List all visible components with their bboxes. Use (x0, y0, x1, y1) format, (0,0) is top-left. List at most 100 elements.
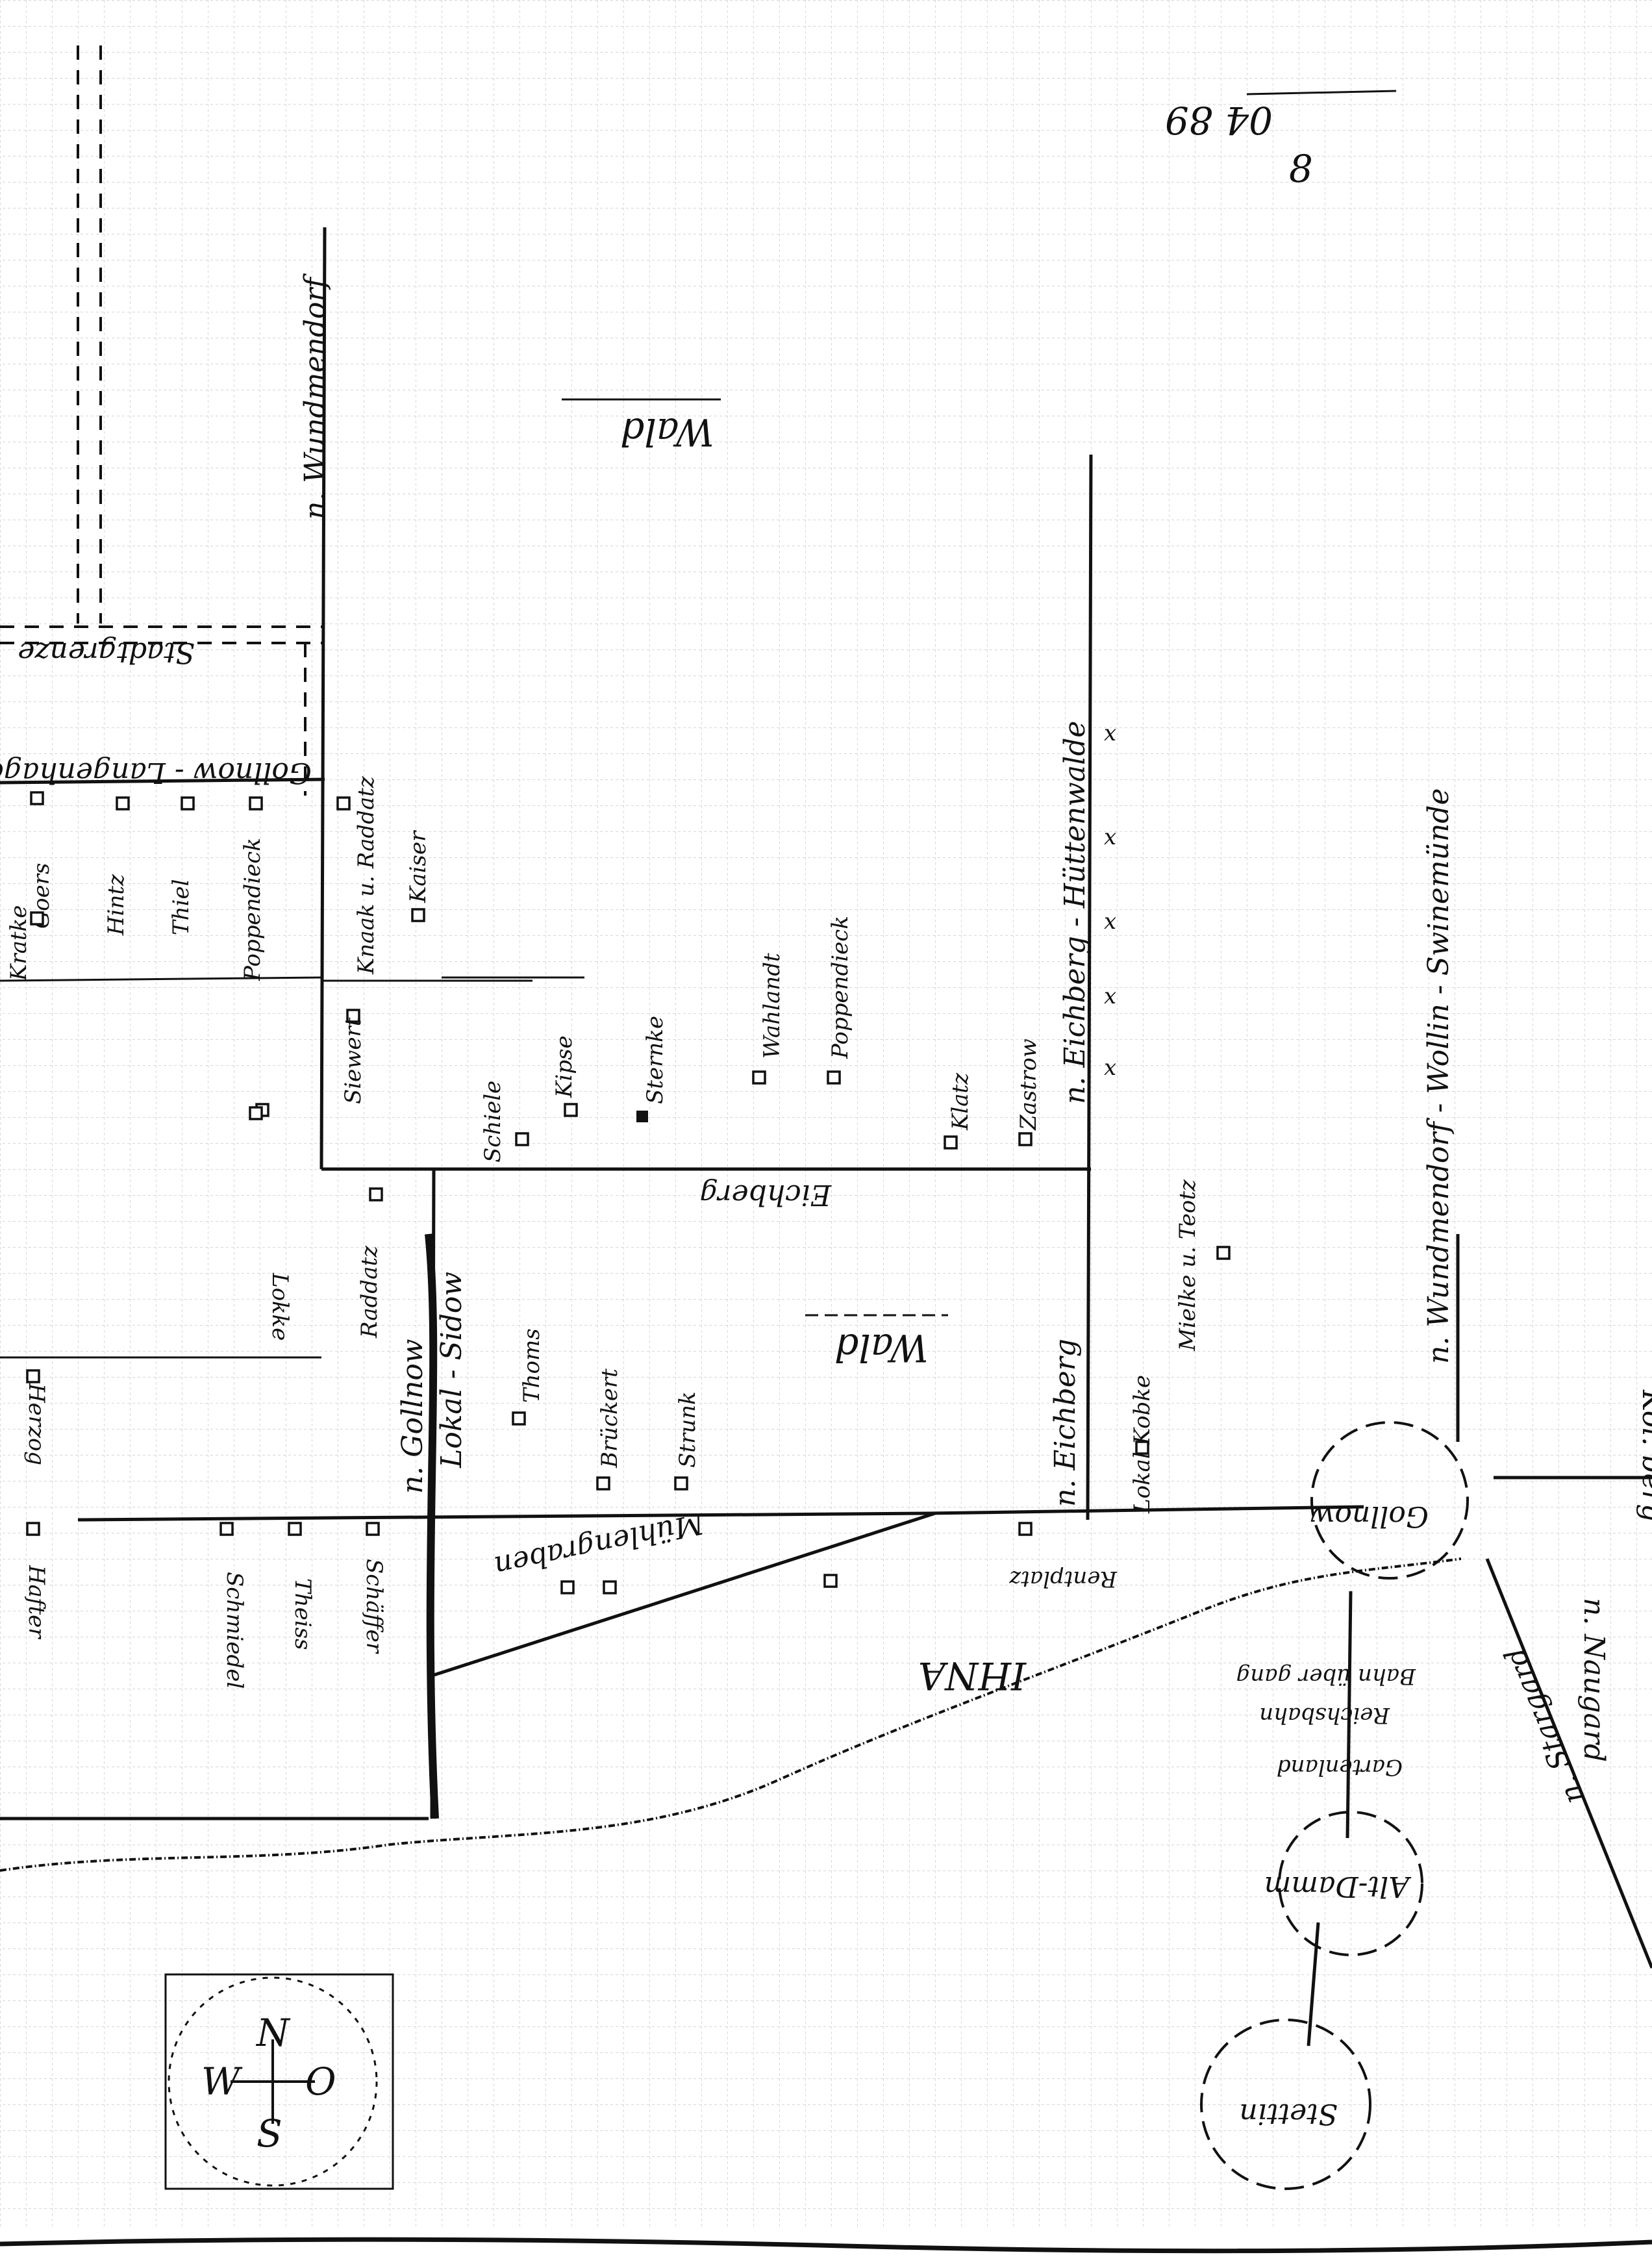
label-lokal-sidow: Lokal - Sidow (435, 1272, 468, 1468)
compass-south: S (257, 2111, 282, 2156)
house-zastrow: Zastrow (1016, 1039, 1042, 1146)
svg-text:Thiel: Thiel (168, 879, 194, 935)
house-hafter: Hafter (23, 1522, 49, 1639)
svg-text:Herzog: Herzog (23, 1383, 49, 1465)
house-marggrafs (823, 1574, 838, 1588)
house-hintz: Hintz (103, 796, 130, 936)
svg-text:Klatz: Klatz (947, 1072, 973, 1131)
house-kipse: Kipse (551, 1035, 578, 1117)
house-siewert: Siewert (340, 1009, 366, 1104)
svg-text:Brückert: Brückert (597, 1368, 623, 1468)
house-thoms: Thoms (512, 1328, 545, 1426)
svg-text:x: x (1104, 909, 1116, 935)
house-kaiser: Kaiser (405, 830, 431, 922)
house-thiel: Thiel (168, 796, 195, 935)
compass-east: O (305, 2060, 336, 2104)
svg-text:Mielke u. Teotz: Mielke u. Teotz (1175, 1179, 1201, 1352)
svg-text:8: 8 (1289, 147, 1313, 191)
svg-text:Raddatz: Raddatz (357, 1245, 382, 1339)
svg-text:Bahn über gang: Bahn über gang (1236, 1663, 1416, 1689)
svg-text:Alt-Damm: Alt-Damm (1264, 1870, 1412, 1903)
station-labels: Bahn über gang Reichsbahn Gartenland (1236, 1663, 1416, 1780)
sheet-bottom-border (0, 2237, 1652, 2254)
house-theiss: Theiss (288, 1522, 316, 1650)
svg-text:x: x (1104, 720, 1116, 746)
house-wahlandt: Wahlandt (752, 953, 785, 1085)
compass-west: W (201, 2060, 243, 2104)
label-eichberg-lower: n. Eichberg (1049, 1339, 1082, 1507)
gollnow-junction: Gollnow (1310, 1421, 1469, 1580)
svg-text:Stadtgrenze: Stadtgrenze (18, 636, 195, 669)
svg-text:Kaiser: Kaiser (405, 830, 431, 903)
svg-text:Gollnow: Gollnow (1310, 1500, 1429, 1533)
svg-text:Siewert: Siewert (340, 1017, 366, 1104)
house-siebmann (249, 1106, 263, 1120)
svg-text:Lokal Kobke: Lokal Kobke (1129, 1375, 1155, 1514)
house-kratke: Kratke (6, 905, 44, 981)
house-goers: Goers (29, 791, 55, 929)
compass-rose: N S O W (164, 1973, 394, 2190)
svg-text:Rentplatz: Rentplatz (1008, 1566, 1118, 1592)
svg-text:Hintz: Hintz (103, 874, 129, 936)
label-gollnow-langenhagen: Gollnow - Langenhagen (0, 756, 312, 789)
label-eichberg: Eichberg (699, 1178, 832, 1211)
house-schaeffer: Schäffer (361, 1522, 387, 1654)
svg-text:Wahlandt: Wahlandt (759, 953, 785, 1059)
house-sternke: Sternke (636, 1016, 668, 1122)
label-wald-top: Wald (620, 410, 714, 454)
sheet-number: 04 89 8 (1165, 90, 1397, 191)
house-poppendieck-1: Poppendieck (240, 796, 266, 981)
svg-text:Hafter: Hafter (23, 1565, 49, 1639)
house-rentplatz: Rentplatz (1008, 1522, 1118, 1592)
svg-text:Lokke: Lokke (267, 1272, 293, 1341)
svg-text:x: x (1104, 1055, 1116, 1081)
road-network (0, 227, 1652, 2047)
svg-text:x: x (1104, 983, 1116, 1009)
house-brueckert: Brückert (596, 1368, 623, 1491)
svg-text:Stettin: Stettin (1239, 2097, 1338, 2130)
ihna-river (0, 1557, 1462, 1872)
label-kol-berg: Kol. berg (1636, 1389, 1652, 1522)
city-limit-boundary: Stadtgrenze (0, 45, 325, 796)
svg-text:Schiele: Schiele (480, 1081, 506, 1163)
house-klatz: Klatz (944, 1072, 973, 1150)
label-ihna: IHNA (918, 1654, 1027, 1698)
compass-north: N (255, 2011, 291, 2055)
svg-text:Thoms: Thoms (519, 1328, 545, 1403)
svg-text:Kratke: Kratke (6, 905, 32, 981)
svg-text:Reichsbahn: Reichsbahn (1259, 1702, 1390, 1728)
label-naugard: n. Naugard (1577, 1598, 1610, 1762)
house-herzog: Herzog (23, 1369, 49, 1465)
svg-text:Zastrow: Zastrow (1016, 1039, 1042, 1131)
svg-text:Poppendieck: Poppendieck (827, 916, 853, 1059)
label-wundmendorf: n. Wundmendorf (299, 273, 332, 520)
alt-damm-place: Alt-Damm (1264, 1811, 1423, 1956)
house-strunk: Strunk (674, 1391, 701, 1491)
svg-text:Sternke: Sternke (642, 1016, 668, 1104)
road-labels: n. Wundmendorf Gollnow - Langenhagen n. … (0, 273, 1652, 1809)
svg-text:Schmiedel: Schmiedel (221, 1572, 247, 1689)
houses: Goers Kratke Hintz Thiel Poppendieck Kna… (6, 775, 1231, 1689)
svg-text:Gartenland: Gartenland (1277, 1754, 1403, 1780)
svg-text:Strunk: Strunk (675, 1391, 701, 1468)
house-lokke: Lokke (255, 1103, 293, 1341)
house-knaak-raddatz: Knaak u. Raddatz (336, 775, 379, 975)
house-raddatz: Raddatz (357, 1187, 383, 1339)
label-wald-mid: Wald (834, 1326, 929, 1370)
label-gollnow-road: n. Gollnow (396, 1339, 429, 1494)
house-lokal-kobke: Lokal Kobke (1129, 1375, 1155, 1514)
house-misc-1 (560, 1580, 617, 1594)
house-mielke-teotz: Mielke u. Teotz (1175, 1179, 1231, 1352)
house-schmiedel: Schmiedel (219, 1522, 247, 1689)
svg-text:Schäffer: Schäffer (361, 1559, 387, 1654)
house-schiele: Schiele (480, 1081, 529, 1163)
house-poppendieck-2: Poppendieck (827, 916, 853, 1085)
stettin-place: Stettin (1200, 2019, 1371, 2190)
svg-text:x: x (1104, 824, 1116, 850)
boundary-marker-crosses: x x x x x (1104, 720, 1116, 1081)
svg-text:Knaak u. Raddatz: Knaak u. Raddatz (353, 775, 379, 975)
label-eichberg-huettenwalde: n. Eichberg - Hüttenwalde (1058, 721, 1092, 1104)
svg-text:Poppendieck: Poppendieck (240, 838, 266, 981)
